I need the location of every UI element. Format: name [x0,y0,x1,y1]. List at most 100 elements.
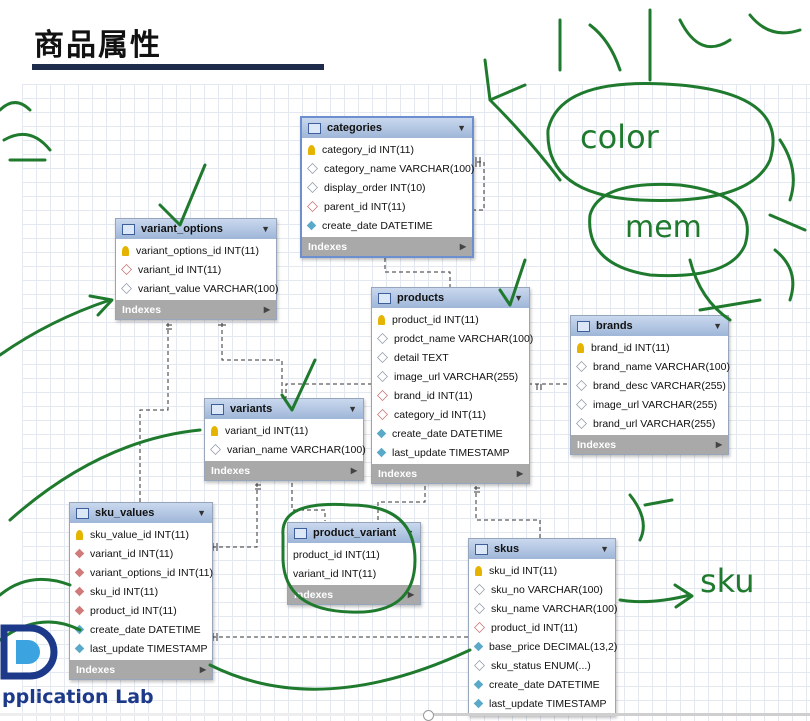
column-row[interactable]: product_id INT(11) [469,618,615,637]
table-icon [475,543,488,555]
column-row[interactable]: create_date DATETIME [469,675,615,694]
column-label: brand_url VARCHAR(255) [593,417,716,430]
column-label: brand_desc VARCHAR(255) [593,379,726,392]
column-row[interactable]: prodct_name VARCHAR(100) [372,329,533,348]
table-variant-options[interactable]: variant_options ▼ variant_options_id INT… [115,218,278,320]
column-row[interactable]: sku_id INT(11) [70,582,212,601]
table-header[interactable]: brands ▼ [571,316,728,336]
rel-variants-skuvalues [211,483,258,548]
expand-arrow-icon[interactable]: ▶ [263,305,270,314]
collapse-arrow-icon[interactable]: ▼ [348,404,357,414]
column-row[interactable]: image_url VARCHAR(255) [372,367,529,386]
table-header[interactable]: product_variant ▼ [288,523,420,543]
indexes-footer[interactable]: Indexes▶ [116,300,276,319]
column-row[interactable]: variant_value VARCHAR(100) [116,279,278,298]
column-label: category_name VARCHAR(100) [324,162,475,175]
column-row[interactable]: variant_id INT(11) [70,544,212,563]
table-skus[interactable]: skus ▼ sku_id INT(11) sku_no VARCHAR(100… [468,538,617,716]
table-icon [378,292,391,304]
expand-arrow-icon[interactable]: ▶ [715,440,722,449]
column-row[interactable]: last_update TIMESTAMP [372,443,529,462]
column-label: sku_id INT(11) [90,585,159,598]
table-header[interactable]: skus ▼ [469,539,615,559]
table-header[interactable]: variant_options ▼ [116,219,276,239]
column-row[interactable]: varian_name VARCHAR(100) [205,440,366,459]
column-row[interactable]: category_id INT(11) [372,405,529,424]
column-row[interactable]: create_date DATETIME [70,620,212,639]
collapse-arrow-icon[interactable]: ▼ [600,544,609,554]
column-row[interactable]: variant_id INT(11) [205,421,363,440]
table-header[interactable]: sku_values ▼ [70,503,212,523]
column-row[interactable]: category_name VARCHAR(100) [302,159,475,178]
column-row[interactable]: create_date DATETIME [302,216,472,235]
video-progress-handle[interactable] [423,710,434,721]
column-row[interactable]: sku_no VARCHAR(100) [469,580,615,599]
expand-arrow-icon[interactable]: ▶ [407,590,414,599]
indexes-footer[interactable]: Indexes▶ [205,461,363,480]
table-brands[interactable]: brands ▼ brand_id INT(11) brand_name VAR… [570,315,730,455]
column-row[interactable]: brand_desc VARCHAR(255) [571,376,728,395]
column-row[interactable]: image_url VARCHAR(255) [571,395,728,414]
table-name: skus [494,543,520,555]
expand-arrow-icon[interactable]: ▶ [459,242,466,251]
column-row[interactable]: last_update TIMESTAMP [70,639,212,658]
column-label: product_id INT(11) [392,313,479,326]
table-products[interactable]: products ▼ product_id INT(11) prodct_nam… [371,287,533,484]
column-row[interactable]: base_price DECIMAL(13,2) [469,637,617,656]
scribble-skus-right [628,493,674,542]
table-categories[interactable]: categories ▼ category_id INT(11) categor… [300,116,474,258]
table-header[interactable]: products ▼ [372,288,529,308]
expand-arrow-icon[interactable]: ▶ [350,466,357,475]
table-sku-values[interactable]: sku_values ▼ sku_value_id INT(11) varian… [69,502,213,680]
expand-arrow-icon[interactable]: ▶ [199,665,206,674]
table-header[interactable]: categories ▼ [302,118,472,138]
column-label: product_id INT(11) [491,621,578,634]
indexes-footer[interactable]: Indexes▶ [70,660,212,679]
column-row[interactable]: brand_url VARCHAR(255) [571,414,728,433]
column-row[interactable]: parent_id INT(11) [302,197,472,216]
indexes-footer[interactable]: Indexes▶ [571,435,728,454]
column-row[interactable]: variant_options_id INT(11) [116,241,276,260]
indexes-footer[interactable]: Indexes▶ [302,237,472,256]
column-row[interactable]: sku_name VARCHAR(100) [469,599,617,618]
column-label: variant_id INT(11) [90,547,174,560]
collapse-arrow-icon[interactable]: ▼ [197,508,206,518]
column-row[interactable]: product_id INT(11) [70,601,212,620]
column-row[interactable]: brand_id INT(11) [372,386,529,405]
column-row[interactable]: brand_name VARCHAR(100) [571,357,730,376]
column-row[interactable]: detail TEXT [372,348,529,367]
column-label: last_update TIMESTAMP [392,446,510,459]
column-row[interactable]: sku_status ENUM(...) [469,656,615,675]
column-row[interactable]: last_update TIMESTAMP [469,694,615,713]
collapse-arrow-icon[interactable]: ▼ [713,321,722,331]
rel-products-variants [285,383,372,398]
expand-arrow-icon[interactable]: ▶ [516,469,523,478]
annotation-sku: sku [700,562,755,600]
table-header[interactable]: variants ▼ [205,399,363,419]
primary-key-icon [308,144,315,155]
column-row[interactable]: create_date DATETIME [372,424,529,443]
column-row[interactable]: brand_id INT(11) [571,338,728,357]
column-label: create_date DATETIME [489,678,600,691]
indexes-label: Indexes [294,588,334,601]
column-row[interactable]: category_id INT(11) [302,140,472,159]
column-row[interactable]: sku_id INT(11) [469,561,615,580]
collapse-arrow-icon[interactable]: ▼ [514,293,523,303]
column-row[interactable]: product_id INT(11) [288,545,420,564]
column-row[interactable]: sku_value_id INT(11) [70,525,212,544]
column-label: category_id INT(11) [322,143,415,156]
table-product-variant[interactable]: product_variant ▼ product_id INT(11) var… [287,522,421,605]
indexes-footer[interactable]: Indexes ▶ [288,585,420,604]
column-row[interactable]: product_id INT(11) [372,310,529,329]
rel-categories-self [470,161,485,211]
collapse-arrow-icon[interactable]: ▼ [457,123,466,133]
column-row[interactable]: variant_options_id INT(11) [70,563,213,582]
collapse-arrow-icon[interactable]: ▼ [261,224,270,234]
column-row[interactable]: display_order INT(10) [302,178,472,197]
indexes-footer[interactable]: Indexes▶ [372,464,529,483]
column-row[interactable]: variant_id INT(11) [288,564,420,583]
column-row[interactable]: variant_id INT(11) [116,260,276,279]
column-label: sku_value_id INT(11) [90,528,190,541]
table-variants[interactable]: variants ▼ variant_id INT(11) varian_nam… [204,398,366,481]
